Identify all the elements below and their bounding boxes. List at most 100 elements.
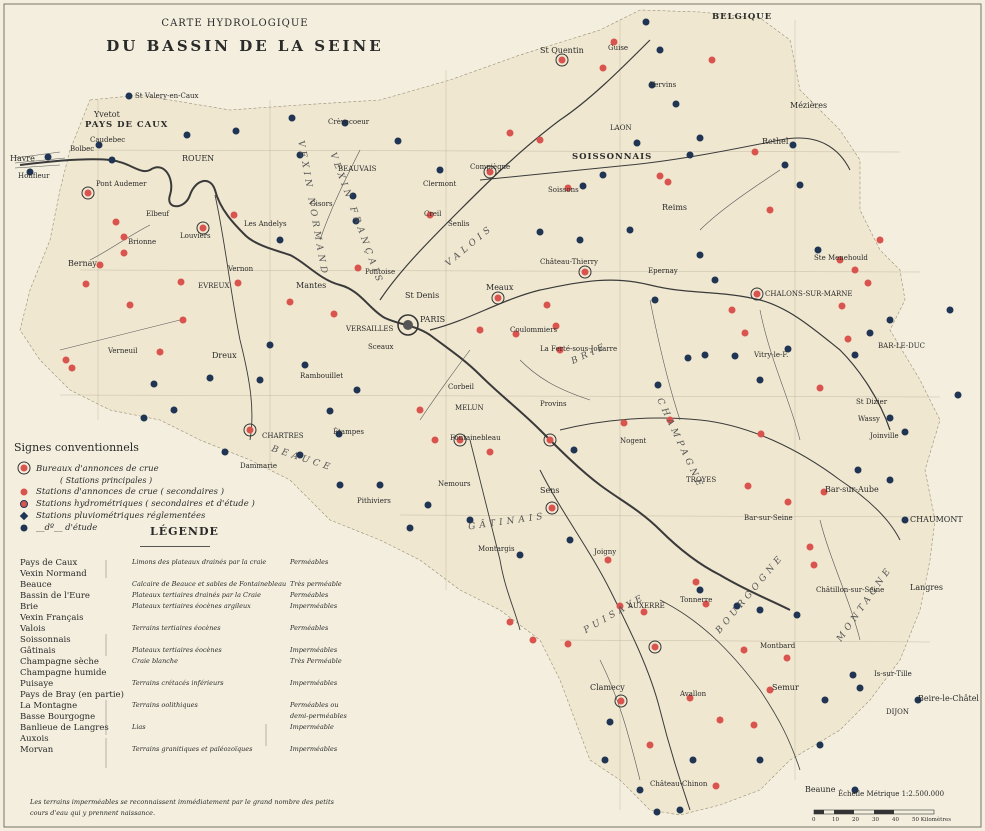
paris-marker — [397, 314, 419, 336]
place-guise: Guise — [608, 44, 629, 52]
place-dijon: DIJON — [886, 708, 910, 716]
legend-soil: Plateaux tertiaires drainés par la Craie — [132, 591, 261, 599]
place-coulommiers: Coulommiers — [510, 326, 558, 334]
place-brionne: Brionne — [128, 238, 157, 246]
bureaux-stations — [81, 53, 764, 708]
legend-note: Les terrains imperméables se reconnaisse… — [30, 798, 334, 817]
legend-perm: Imperméables — [290, 646, 338, 654]
place-clamecy: Clamecy — [590, 683, 625, 692]
place-senlis: Senlis — [448, 220, 470, 228]
place-reims: Reims — [662, 203, 688, 212]
legend-region: Pays de Caux — [20, 558, 78, 568]
sign-bureaux-sub: ( Stations principales ) — [60, 476, 153, 485]
legend-region: Champagne sèche — [20, 657, 99, 667]
place-pithiviers: Pithiviers — [357, 497, 391, 505]
place-vervins: Vervins — [650, 81, 677, 89]
tributaries — [59, 149, 861, 781]
map-title-line2: DU BASSIN DE LA SEINE — [106, 37, 384, 55]
place-chartres: CHARTRES — [262, 432, 304, 440]
sign-bureaux: Bureaux d'annonces de crue — [18, 464, 314, 476]
place-verneuil: Verneuil — [108, 347, 138, 355]
legend-perm: Perméables — [290, 591, 329, 599]
place-elbeuf: Elbeuf — [146, 210, 170, 218]
legend-soil: Plateaux tertiaires éocènes — [132, 646, 222, 654]
legend-row: Gâtinais Plateaux tertiaires éocènes Imper… — [20, 646, 350, 657]
eure-river — [214, 194, 253, 441]
map-title-line1: CARTE HYDROLOGIQUE — [161, 18, 309, 29]
place-melun: MELUN — [455, 404, 484, 412]
oise-river — [379, 39, 651, 301]
place-troyes: TROYES — [686, 476, 717, 484]
place-is-sur-tille: Is-sur-Tille — [874, 670, 912, 678]
place-dreux: Dreux — [212, 351, 237, 360]
legend-region: Puisaye — [20, 679, 54, 689]
legend-braces — [105, 560, 267, 768]
place-sens: Sens — [540, 486, 560, 495]
legend-region: Gâtinais — [20, 646, 56, 656]
loing-river — [469, 439, 521, 631]
sign-pluviometric: Stations pluviométriques réglementées — [18, 511, 314, 523]
legend-row: Pays de Caux Limons des plateaux drainés … — [20, 558, 350, 569]
diamond-dot-icon — [18, 511, 32, 523]
armancon-river — [659, 599, 801, 771]
place-rethel: Rethel — [762, 137, 789, 146]
place-evreux: EVREUX — [198, 282, 230, 290]
place-rambouillet: Rambouillet — [300, 372, 344, 380]
scale-tick: 0 — [812, 817, 816, 823]
place-chateau-thierry: Château-Thierry — [540, 258, 598, 266]
secondary-stations — [62, 38, 884, 790]
place-bar-le-duc: BAR-LE-DUC — [878, 342, 925, 350]
place-etampes: Étampes — [333, 428, 364, 436]
legend-soil: Calcaire de Beauce et sables de Fontaine… — [132, 580, 287, 588]
legend-row: Brie Plateaux tertiaires éocènes argileux… — [20, 602, 350, 613]
legend-perm: Très Perméable — [290, 657, 342, 665]
legend-region: Valois — [20, 624, 46, 634]
place-st-menehould: Ste Menehould — [814, 254, 868, 262]
seine-river — [19, 158, 791, 611]
legend-row: Auxois — [20, 734, 350, 745]
place-les-andelys: Les Andelys — [244, 220, 287, 228]
place-pontoise: Pontoise — [365, 268, 396, 276]
place-beaune: Beaune — [805, 785, 836, 794]
map-frame — [3, 3, 982, 828]
place-paris: PARIS — [420, 315, 446, 324]
legend-perm: Perméables ou — [290, 701, 339, 709]
legend-soil: Plateaux tertiaires éocènes argileux — [132, 602, 251, 610]
legend-soil: Limons des plateaux drainés par la craie — [132, 558, 267, 566]
legend-soil: Terrains crétacés inférieurs — [132, 679, 224, 687]
legend-region: Banlieue de Langres — [20, 723, 109, 733]
place-gisors: Gisors — [310, 200, 333, 208]
legend-row: Champagne humide — [20, 668, 350, 679]
place-avallon: Avallon — [680, 690, 707, 698]
legend-region: Bassin de l'Eure — [20, 591, 90, 601]
place-bar-sur-seine: Bar-sur-Seine — [744, 514, 793, 522]
place-corbeil: Corbeil — [448, 383, 475, 391]
marne-river — [429, 279, 891, 431]
scale-tick: 40 — [892, 817, 899, 823]
legend-rule — [140, 546, 210, 547]
place-beauvais: BEAUVAIS — [338, 165, 377, 173]
legend-row: Vexin Normand — [20, 569, 350, 580]
scale-tick: 30 — [872, 817, 879, 823]
estuary-hatch — [14, 151, 66, 169]
legend-soil: Terrains granitiques et paléozoïques — [132, 745, 253, 753]
legend-region: Morvan — [20, 745, 54, 755]
place-compiegne: Compiègne — [470, 163, 511, 171]
region-pays-de-caux: PAYS DE CAUX — [85, 120, 169, 130]
place-bernay: Bernay — [68, 259, 97, 268]
place-pont-audemer: Pont Audemer — [96, 180, 147, 188]
legend-region: Brie — [20, 602, 39, 612]
place-yvetot: Yvetot — [94, 110, 120, 119]
place-fontainebleau: Fontainebleau — [450, 434, 501, 442]
legend-perm: Imperméables — [290, 745, 338, 753]
place-meaux: Meaux — [486, 283, 514, 292]
conventional-signs-title: Signes conventionnels — [14, 441, 139, 454]
navy-dot-icon — [18, 523, 32, 535]
scale-tick: 10 — [832, 817, 839, 823]
place-langres: Langres — [910, 583, 944, 592]
